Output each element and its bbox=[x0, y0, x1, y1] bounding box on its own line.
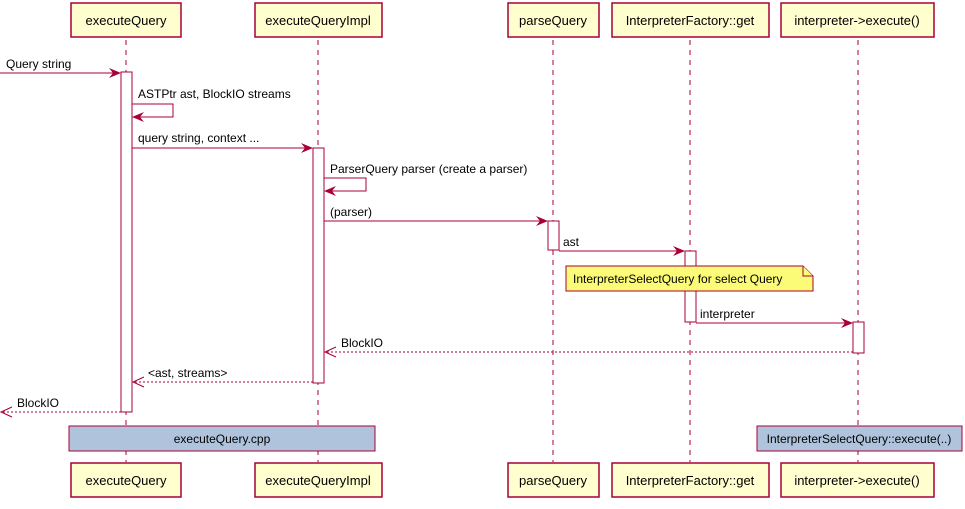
message-label: interpreter bbox=[700, 307, 755, 321]
message-label: query string, context ... bbox=[138, 131, 259, 145]
group-label: InterpreterSelectQuery::execute(..) bbox=[767, 432, 952, 446]
participant-label: executeQueryImpl bbox=[265, 473, 371, 488]
participant-label: interpreter->execute() bbox=[794, 473, 919, 488]
group-label: executeQuery.cpp bbox=[174, 432, 271, 446]
participant-interpreterfactory-top[interactable]: InterpreterFactory::get bbox=[611, 2, 770, 38]
message-label: BlockIO bbox=[17, 396, 59, 410]
participant-executequery-top[interactable]: executeQuery bbox=[70, 2, 182, 38]
message-label: ASTPtr ast, BlockIO streams bbox=[138, 87, 291, 101]
message-query-string: Query string bbox=[0, 57, 121, 78]
participant-parsequery-top[interactable]: parseQuery bbox=[507, 2, 600, 38]
message-query-string-context: query string, context ... bbox=[132, 131, 313, 153]
message-self-astptr: ASTPtr ast, BlockIO streams bbox=[132, 87, 291, 122]
participant-executequeryimpl-top[interactable]: executeQueryImpl bbox=[254, 2, 383, 38]
note-interpreterselectquery: InterpreterSelectQuery for select Query bbox=[565, 265, 814, 292]
participant-label: executeQueryImpl bbox=[265, 13, 371, 28]
message-interpreter: interpreter bbox=[696, 307, 853, 328]
message-label: ParserQuery parser (create a parser) bbox=[330, 162, 527, 176]
activation-executequeryimpl bbox=[312, 147, 325, 384]
message-parser: (parser) bbox=[324, 205, 548, 226]
message-self-parserquery: ParserQuery parser (create a parser) bbox=[324, 162, 527, 196]
activation-parsequery bbox=[547, 220, 560, 251]
note-text: InterpreterSelectQuery for select Query bbox=[573, 272, 782, 286]
message-ast: ast bbox=[559, 235, 685, 256]
message-return-ast-streams: <ast, streams> bbox=[131, 366, 313, 388]
participant-label: InterpreterFactory::get bbox=[626, 473, 755, 488]
participant-label: interpreter->execute() bbox=[794, 13, 919, 28]
participant-label: InterpreterFactory::get bbox=[626, 13, 755, 28]
participant-interpreter-execute-top[interactable]: interpreter->execute() bbox=[780, 2, 935, 38]
participant-executequery-bottom[interactable]: executeQuery bbox=[70, 462, 182, 498]
activation-interpreter-execute bbox=[852, 321, 865, 354]
message-label: Query string bbox=[6, 57, 71, 71]
message-return-blockio: BlockIO bbox=[323, 336, 853, 358]
message-label: BlockIO bbox=[341, 336, 383, 350]
group-executequery-cpp: executeQuery.cpp bbox=[68, 425, 376, 452]
participant-label: executeQuery bbox=[86, 13, 167, 28]
message-label: <ast, streams> bbox=[148, 366, 227, 380]
participant-interpreter-execute-bottom[interactable]: interpreter->execute() bbox=[780, 462, 935, 498]
message-label: ast bbox=[563, 235, 580, 249]
participant-interpreterfactory-bottom[interactable]: InterpreterFactory::get bbox=[611, 462, 770, 498]
group-interpreterselectquery-execute: InterpreterSelectQuery::execute(..) bbox=[756, 425, 963, 452]
participant-parsequery-bottom[interactable]: parseQuery bbox=[507, 462, 600, 498]
activation-executequery bbox=[120, 71, 133, 413]
message-return-blockio-out: BlockIO bbox=[0, 396, 121, 418]
participant-executequeryimpl-bottom[interactable]: executeQueryImpl bbox=[254, 462, 383, 498]
participant-label: parseQuery bbox=[519, 13, 587, 28]
participant-label: parseQuery bbox=[519, 473, 587, 488]
participant-label: executeQuery bbox=[86, 473, 167, 488]
message-label: (parser) bbox=[330, 205, 372, 219]
